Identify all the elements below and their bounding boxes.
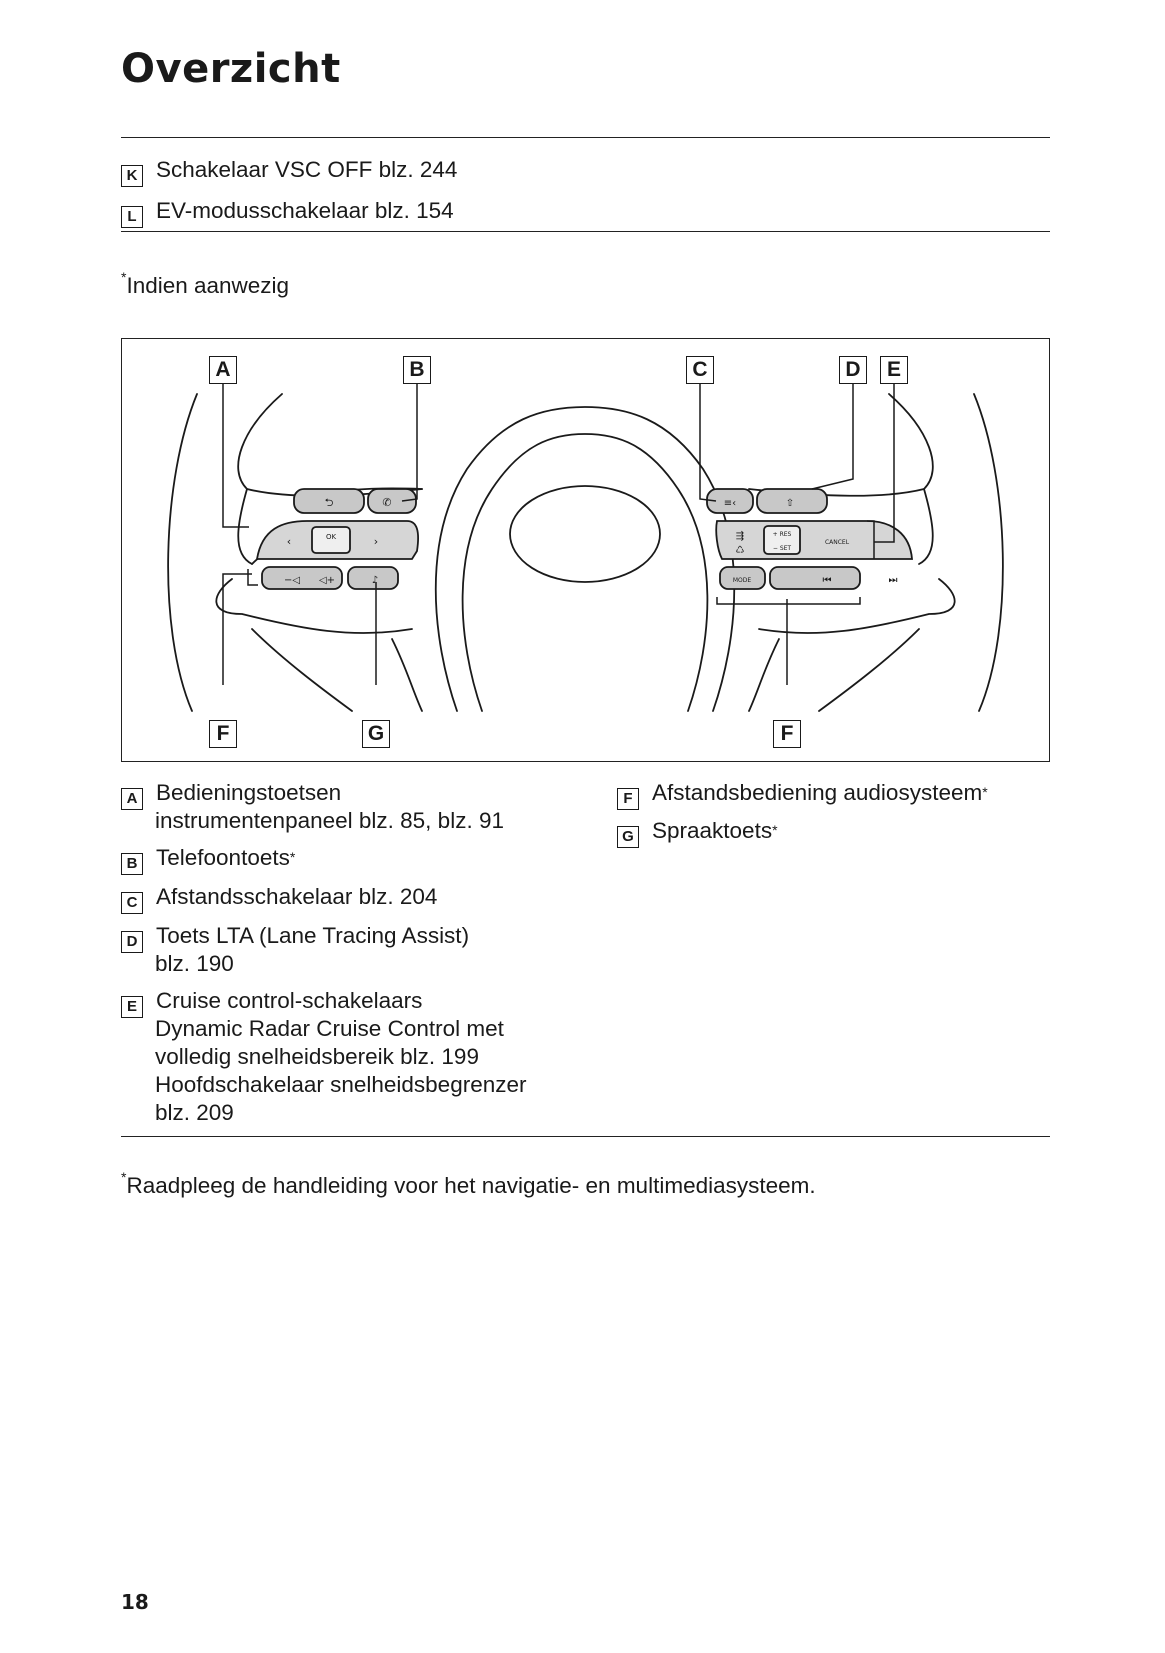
letter-badge: L <box>121 206 143 228</box>
callout-c: C <box>686 356 714 384</box>
asterisk: * <box>121 1168 127 1185</box>
svg-text:◁+: ◁+ <box>319 575 335 586</box>
item-text: Telefoontoets <box>156 845 290 870</box>
item-text: Hoofdschakelaar snelheidsbegrenzer <box>155 1072 527 1097</box>
letter-badge: E <box>121 996 143 1018</box>
svg-text:⮌: ⮌ <box>325 496 334 509</box>
item-text: EV-modusschakelaar blz. 154 <box>156 198 454 223</box>
page-title: Overzicht <box>121 46 341 92</box>
letter-badge: G <box>617 826 639 848</box>
item-text: instrumentenpaneel blz. 85, blz. 91 <box>155 808 504 833</box>
callout-a: A <box>209 356 237 384</box>
res-label: + RES <box>773 531 792 538</box>
return-button <box>293 488 365 514</box>
svg-text:✆: ✆ <box>382 496 391 509</box>
page-number: 18 <box>121 1590 149 1614</box>
leader-d <box>811 383 854 490</box>
ok-label: OK <box>326 533 337 541</box>
letter-badge: B <box>121 853 143 875</box>
callout-f-left: F <box>209 720 237 748</box>
steering-wheel-figure: ⮌ ✆ ‹ › −◁ ◁+ ♪ ≡‹ ⇧ ⇶ ♺ ⏭ ⏮ OK + RES − … <box>121 338 1050 762</box>
legend-item-d: D Toets LTA (Lane Tracing Assist) blz. 19… <box>121 922 469 978</box>
ok-button <box>311 526 351 554</box>
svg-text:‹: ‹ <box>287 535 291 548</box>
list-item-l: L EV-modusschakelaar blz. 154 <box>121 197 454 228</box>
svg-text:♪: ♪ <box>372 575 378 586</box>
legend-item-e: E Cruise control-schakelaars Dynamic Rada… <box>121 987 526 1127</box>
item-text: Cruise control-schakelaars <box>156 988 423 1013</box>
volume-button <box>261 566 343 590</box>
callout-b: B <box>403 356 431 384</box>
letter-badge: K <box>121 165 143 187</box>
letter-badge: C <box>121 892 143 914</box>
res-set-button <box>763 525 801 555</box>
asterisk: * <box>121 268 127 285</box>
set-label: − SET <box>773 545 792 552</box>
letter-badge: F <box>617 788 639 810</box>
leader-f-left <box>222 573 252 685</box>
phone-button <box>367 488 417 514</box>
wheel-hub <box>434 406 736 712</box>
item-text: Spraaktoets <box>652 818 773 843</box>
center-emblem <box>509 485 661 583</box>
leader-b <box>401 383 418 502</box>
letter-badge: A <box>121 788 143 810</box>
svg-text:−◁: −◁ <box>284 575 300 586</box>
callout-f-right: F <box>773 720 801 748</box>
mode-button <box>719 566 766 590</box>
divider <box>121 1136 1050 1137</box>
letter-badge: D <box>121 931 143 953</box>
item-text: Toets LTA (Lane Tracing Assist) <box>156 923 470 948</box>
lta-button <box>756 488 828 514</box>
svg-text:›: › <box>374 535 378 548</box>
svg-text:⏮: ⏮ <box>823 575 832 586</box>
svg-text:⏭: ⏭ <box>889 575 898 586</box>
distance-button <box>706 488 754 514</box>
item-text: Bedieningstoetsen <box>156 780 342 805</box>
right-pad <box>715 520 913 560</box>
item-text: blz. 190 <box>155 951 234 976</box>
voice-button <box>347 566 399 590</box>
wheel-rim-right <box>973 393 1004 712</box>
wheel-rim-left <box>167 393 198 712</box>
callout-d: D <box>839 356 867 384</box>
svg-text:♺: ♺ <box>736 545 745 556</box>
track-button <box>769 566 861 590</box>
footnote-text: Raadpleeg de handleiding voor het naviga… <box>126 1173 816 1198</box>
svg-text:⇧: ⇧ <box>786 498 794 509</box>
callout-g: G <box>362 720 390 748</box>
leader-c <box>699 383 717 502</box>
legend-item-a: A Bedieningstoetsen instrumentenpaneel bl… <box>121 779 504 835</box>
cancel-label: CANCEL <box>825 539 850 546</box>
divider <box>121 231 1050 232</box>
leader-e <box>874 383 895 543</box>
item-text: volledig snelheidsbereik blz. 199 <box>155 1044 479 1069</box>
leader-a <box>222 383 249 528</box>
svg-text:⇶: ⇶ <box>736 530 744 542</box>
item-text: Schakelaar VSC OFF blz. 244 <box>156 157 458 182</box>
footnote-text: Indien aanwezig <box>126 273 290 298</box>
footnote-available: *Indien aanwezig <box>121 268 290 300</box>
legend-item-c: C Afstandsschakelaar blz. 204 <box>121 883 438 914</box>
item-text: blz. 209 <box>155 1100 234 1125</box>
mode-label: MODE <box>733 577 752 584</box>
footnote-multimedia: *Raadpleeg de handleiding voor het navig… <box>121 1168 816 1200</box>
svg-text:≡‹: ≡‹ <box>724 498 736 509</box>
divider <box>121 137 1050 138</box>
callout-e: E <box>880 356 908 384</box>
item-text: Dynamic Radar Cruise Control met <box>155 1016 504 1041</box>
item-text: Afstandsbediening audiosysteem <box>652 780 983 805</box>
item-text: Afstandsschakelaar blz. 204 <box>156 884 438 909</box>
list-item-k: K Schakelaar VSC OFF blz. 244 <box>121 156 458 187</box>
steering-wheel-illustration: ⮌ ✆ ‹ › −◁ ◁+ ♪ ≡‹ ⇧ ⇶ ♺ ⏭ ⏮ OK + RES − … <box>167 383 1004 712</box>
